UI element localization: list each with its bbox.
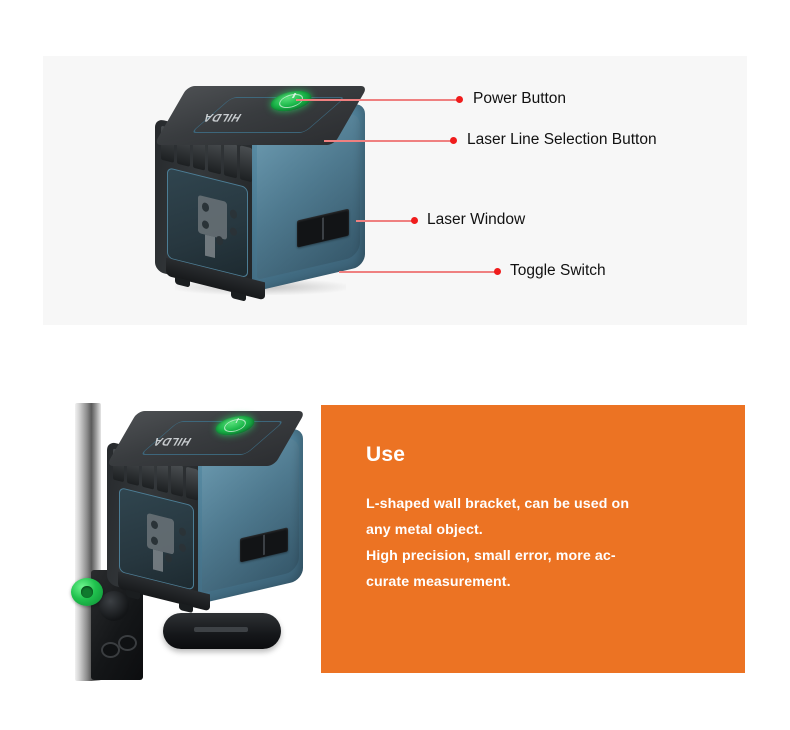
brand-logo-top: HILDA [200,111,245,124]
callout-label-toggle-switch: Toggle Switch [510,262,606,279]
callout-label-laser-line-selection: Laser Line Selection Button [467,131,657,148]
product-image-bracket-mount: HILDA [43,395,323,685]
bracket-dial [99,591,129,621]
bottom-feature-panel: HILDA Use L-shaped wall bracket, can be … [0,390,790,690]
use-panel-body: L-shaped wall bracket, can be used on an… [366,491,711,595]
callout-line-laser-window [356,220,413,222]
brand-logo-top: HILDA [150,435,194,448]
laser-post [153,549,164,572]
use-panel-line: L-shaped wall bracket, can be used on [366,496,630,512]
bracket-holes [101,635,141,658]
callout-line-laser-line-selection [324,140,453,142]
device-top-face [106,411,306,466]
mounted-device: HILDA [101,407,311,617]
bracket-base-plate [163,613,281,649]
device-top-face [153,85,368,144]
callout-dot-toggle-switch [494,268,501,275]
laser-post [204,233,215,258]
callout-dot-power-button [456,96,463,103]
use-info-panel: Use L-shaped wall bracket, can be used o… [321,405,745,673]
laser-mechanism [147,513,175,555]
callout-line-toggle-switch [339,271,496,273]
callout-line-power-button [296,99,459,101]
use-panel-line: curate measurement. [366,574,511,590]
power-icon [276,93,306,109]
adjustment-knob[interactable] [71,578,103,606]
callout-dot-laser-window [411,217,418,224]
callout-label-laser-window: Laser Window [427,211,526,228]
top-feature-panel: HILDA Power Button Laser Line Selection … [43,56,747,325]
power-icon [220,418,249,434]
use-panel-line: High precision, small error, more ac- [366,548,616,564]
use-panel-heading: Use [366,443,406,466]
use-panel-line: any metal object. [366,522,483,538]
callout-dot-laser-line-selection [450,137,457,144]
product-image-top: HILDA [148,81,373,306]
callout-label-power-button: Power Button [473,90,567,107]
laser-mechanism [198,194,227,240]
